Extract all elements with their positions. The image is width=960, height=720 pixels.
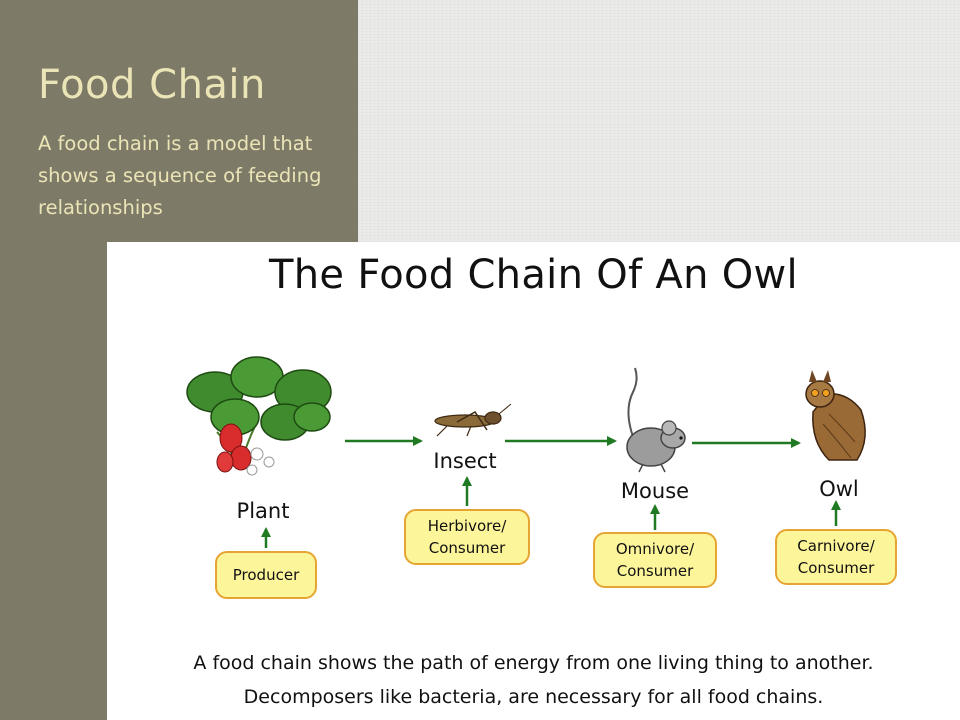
- diagram-title: The Food Chain Of An Owl: [269, 252, 798, 298]
- food-chain-arrows: [186, 356, 866, 548]
- slide-description: A food chain is a model that shows a seq…: [38, 132, 322, 219]
- caption-line-1: A food chain shows the path of energy fr…: [193, 652, 874, 674]
- background-texture: [358, 0, 960, 242]
- role-label: Herbivore/ Consumer: [427, 517, 507, 557]
- mouse-icon: [626, 367, 686, 473]
- role-label: Omnivore/ Consumer: [615, 540, 695, 580]
- label-insect: Insect: [433, 449, 497, 473]
- caption-line-2: Decomposers like bacteria, are necessary…: [243, 686, 824, 708]
- role-label: Producer: [232, 566, 300, 584]
- role-box-herbivore: Herbivore/ Consumer: [404, 509, 530, 565]
- grasshopper-icon: [434, 403, 512, 437]
- owl-icon: [805, 370, 866, 461]
- role-box-carnivore: Carnivore/ Consumer: [775, 529, 897, 585]
- label-plant: Plant: [236, 499, 290, 523]
- strawberry-plant-icon: [186, 356, 332, 476]
- label-mouse: Mouse: [620, 479, 690, 503]
- food-chain-figure: The Food Chain Of An Owl Plant Insect Mo…: [107, 242, 960, 720]
- label-owl: Owl: [819, 477, 859, 501]
- role-label: Carnivore/ Consumer: [797, 537, 875, 577]
- role-box-omnivore: Omnivore/ Consumer: [593, 532, 717, 588]
- role-box-producer: Producer: [215, 551, 317, 599]
- slide-title: Food Chain: [38, 62, 266, 108]
